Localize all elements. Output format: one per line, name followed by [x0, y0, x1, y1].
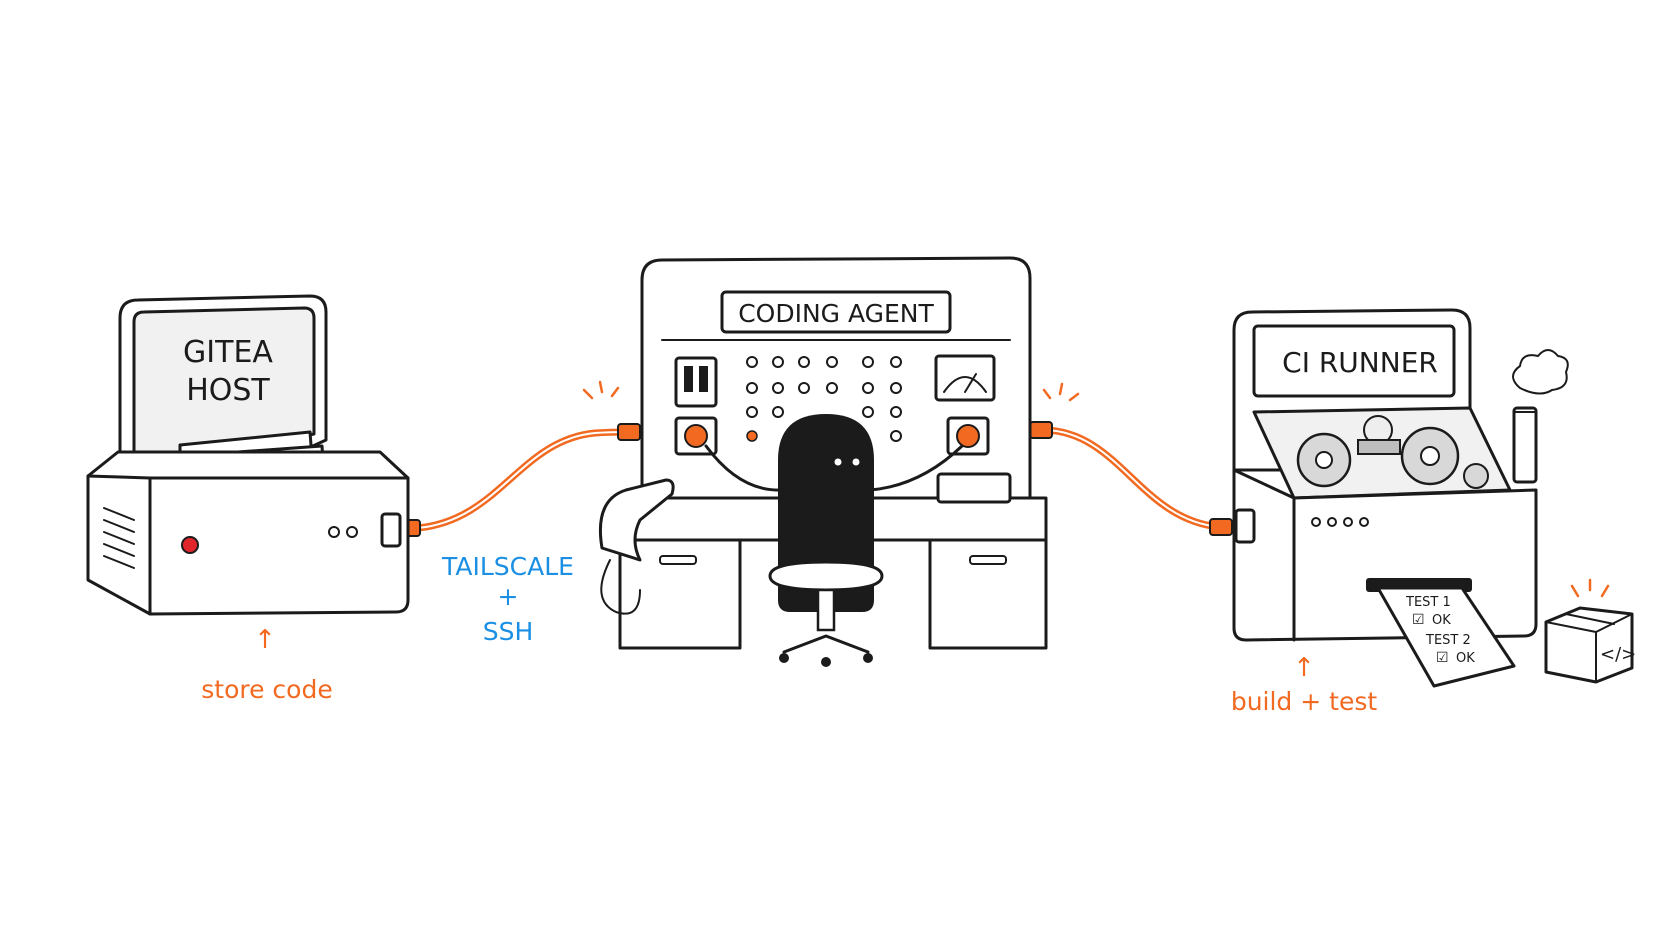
ci-runner-machine: CI RUNNER	[1232, 308, 1569, 688]
test-printout	[1376, 586, 1516, 688]
cable-agent-ci	[1029, 421, 1233, 536]
gitea-host-machine: GITEA HOST </>	[86, 294, 410, 616]
office-chair-icon	[768, 560, 884, 667]
ci-caption: build + test	[1231, 687, 1378, 716]
left-knob	[684, 424, 708, 448]
coding-agent-console: CODING AGENT	[598, 256, 1048, 650]
connection-line2: +	[498, 582, 519, 611]
gears-icon	[1296, 415, 1489, 489]
agent-title: CODING AGENT	[738, 299, 934, 328]
test-1-label: TEST 1	[1405, 595, 1451, 610]
indicator-dots	[746, 356, 902, 442]
telephone-icon	[598, 478, 675, 615]
gitea-caption: store code	[201, 675, 332, 704]
connection-label: TAILSCALE + SSH	[441, 552, 574, 646]
connection-line1: TAILSCALE	[441, 552, 574, 581]
spark-left-icon	[582, 380, 620, 400]
test-2-check-icon: ☑	[1436, 650, 1449, 666]
smoke-icon	[1512, 349, 1569, 395]
package-box-icon: </>	[1544, 578, 1636, 684]
ci-title: CI RUNNER	[1282, 346, 1438, 379]
spark-right-icon	[1042, 382, 1080, 402]
test-1-check-icon: ☑	[1412, 612, 1425, 628]
package-code-label: </>	[1600, 644, 1636, 665]
chimney	[1512, 406, 1538, 484]
gitea-title-line2: HOST	[186, 373, 270, 408]
gitea-title-line1: GITEA	[183, 335, 273, 370]
test-2-label: TEST 2	[1425, 633, 1471, 648]
test-1-result: OK	[1432, 613, 1451, 628]
connection-line3: SSH	[483, 617, 534, 646]
gitea-status-led	[181, 536, 199, 554]
ci-caption-arrow: ↑	[1293, 653, 1315, 683]
test-results: TEST 1 ☑ OK TEST 2 ☑ OK	[1405, 595, 1475, 666]
right-knob	[956, 424, 980, 448]
gitea-caption-arrow: ↑	[254, 625, 276, 655]
test-2-result: OK	[1456, 651, 1475, 666]
